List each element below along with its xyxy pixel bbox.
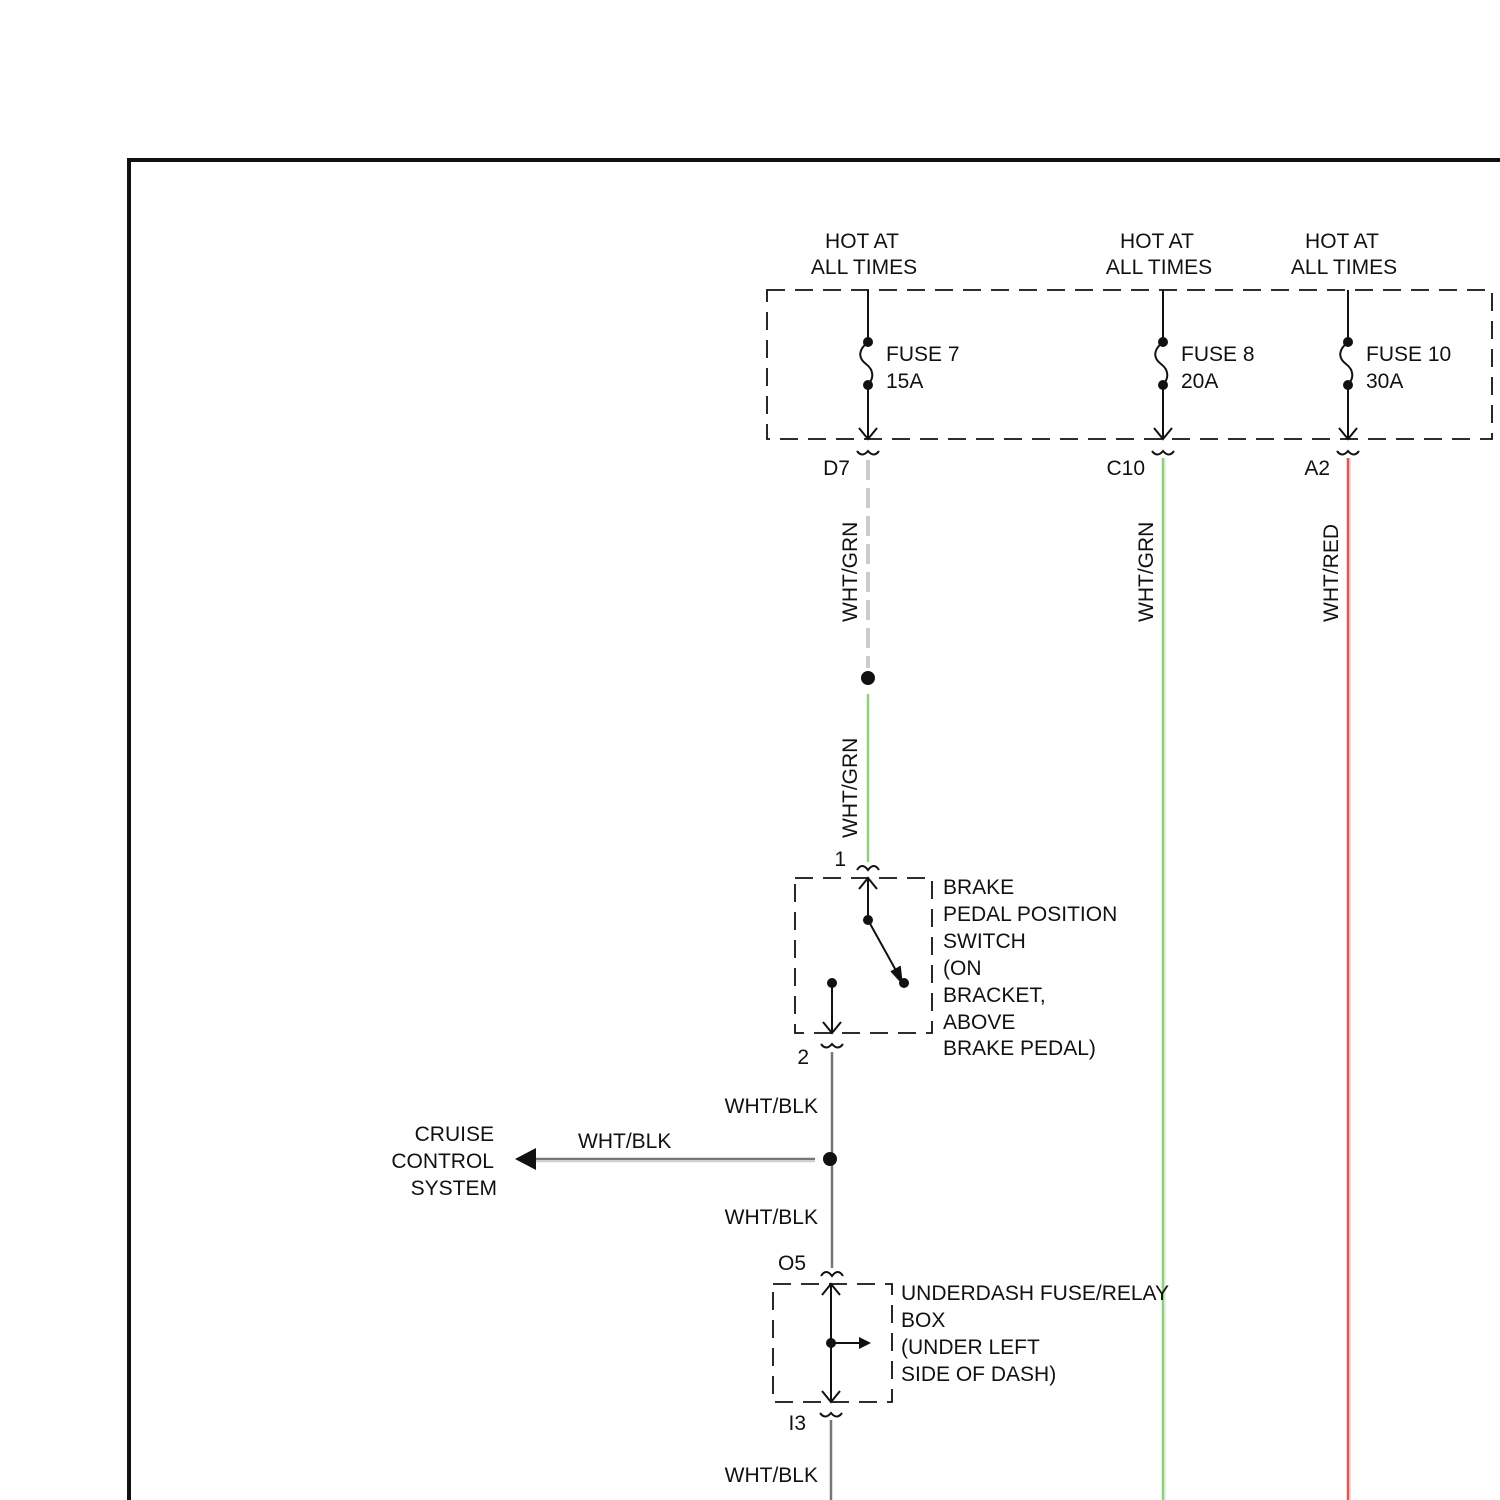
brake-switch-label-6: ABOVE	[943, 1011, 1015, 1034]
underdash-label-1: UNDERDASH FUSE/RELAY	[901, 1282, 1169, 1305]
brake-switch-label-4: (ON	[943, 957, 982, 980]
hot-label-line1: HOT AT	[1120, 230, 1194, 253]
hot-label-line1: HOT AT	[1305, 230, 1379, 253]
brake-switch-pin-1: 1	[834, 848, 846, 871]
connector-c10: C10	[1106, 457, 1145, 480]
fuse-10: FUSE 10 30A A2	[1304, 290, 1451, 480]
page-frame	[129, 160, 1500, 1500]
splice-cruise	[823, 1152, 837, 1166]
fuse-10-rating: 30A	[1366, 370, 1403, 393]
splice-d7	[861, 671, 875, 685]
underdash-label-2: BOX	[901, 1309, 945, 1332]
fuse-7-rating: 15A	[886, 370, 923, 393]
cruise-label-3: SYSTEM	[411, 1177, 497, 1200]
underdash-pin-i3: I3	[788, 1412, 806, 1435]
hot-label-fuse7: HOT AT ALL TIMES	[811, 230, 917, 279]
brake-switch-label-3: SWITCH	[943, 930, 1026, 953]
brake-pedal-position-switch: 1 2 BRAKE PEDAL POSITION SWITCH (ON BRAC…	[795, 848, 1117, 1069]
cruise-control-label: CRUISE CONTROL SYSTEM	[391, 1123, 497, 1200]
wire-label-cruise: WHT/BLK	[578, 1130, 671, 1153]
underdash-label-3: (UNDER LEFT	[901, 1336, 1040, 1359]
hot-label-line2: ALL TIMES	[1106, 256, 1212, 279]
hot-label-fuse10: HOT AT ALL TIMES	[1291, 230, 1397, 279]
wire-label-brake-out: WHT/BLK	[725, 1095, 818, 1118]
hot-label-line2: ALL TIMES	[811, 256, 917, 279]
fuse-8-rating: 20A	[1181, 370, 1218, 393]
hot-label-line2: ALL TIMES	[1291, 256, 1397, 279]
underdash-fuse-relay-box: O5 I3 UNDERDASH FUSE/RELAY BOX (UNDER LE…	[773, 1252, 1169, 1435]
connector-a2: A2	[1304, 457, 1330, 480]
wire-label-d7-lower: WHT/GRN	[839, 738, 862, 838]
cruise-label-1: CRUISE	[415, 1123, 494, 1146]
underdash-pin-o5: O5	[778, 1252, 806, 1275]
fuse-8: FUSE 8 20A C10	[1106, 290, 1254, 480]
underdash-label-4: SIDE OF DASH)	[901, 1363, 1056, 1386]
wire-label-a2: WHT/RED	[1320, 524, 1343, 622]
fuse-8-name: FUSE 8	[1181, 343, 1255, 366]
arrow-left-icon	[515, 1148, 536, 1170]
hot-label-fuse8: HOT AT ALL TIMES	[1106, 230, 1212, 279]
fuse-10-name: FUSE 10	[1366, 343, 1451, 366]
cruise-label-2: CONTROL	[391, 1150, 494, 1173]
wire-label-c10: WHT/GRN	[1135, 522, 1158, 622]
fuse-7-name: FUSE 7	[886, 343, 960, 366]
brake-switch-label-5: BRACKET,	[943, 984, 1046, 1007]
wire-label-d7-upper: WHT/GRN	[839, 522, 862, 622]
brake-switch-label-2: PEDAL POSITION	[943, 903, 1117, 926]
wire-label-bottom: WHT/BLK	[725, 1464, 818, 1487]
fuse-7: FUSE 7 15A D7	[823, 290, 959, 480]
brake-switch-label-1: BRAKE	[943, 876, 1014, 899]
brake-switch-label-7: BRAKE PEDAL)	[943, 1037, 1096, 1060]
wire-label-to-o5: WHT/BLK	[725, 1206, 818, 1229]
brake-switch-pin-2: 2	[797, 1046, 809, 1069]
connector-d7: D7	[823, 457, 850, 480]
hot-label-line1: HOT AT	[825, 230, 899, 253]
